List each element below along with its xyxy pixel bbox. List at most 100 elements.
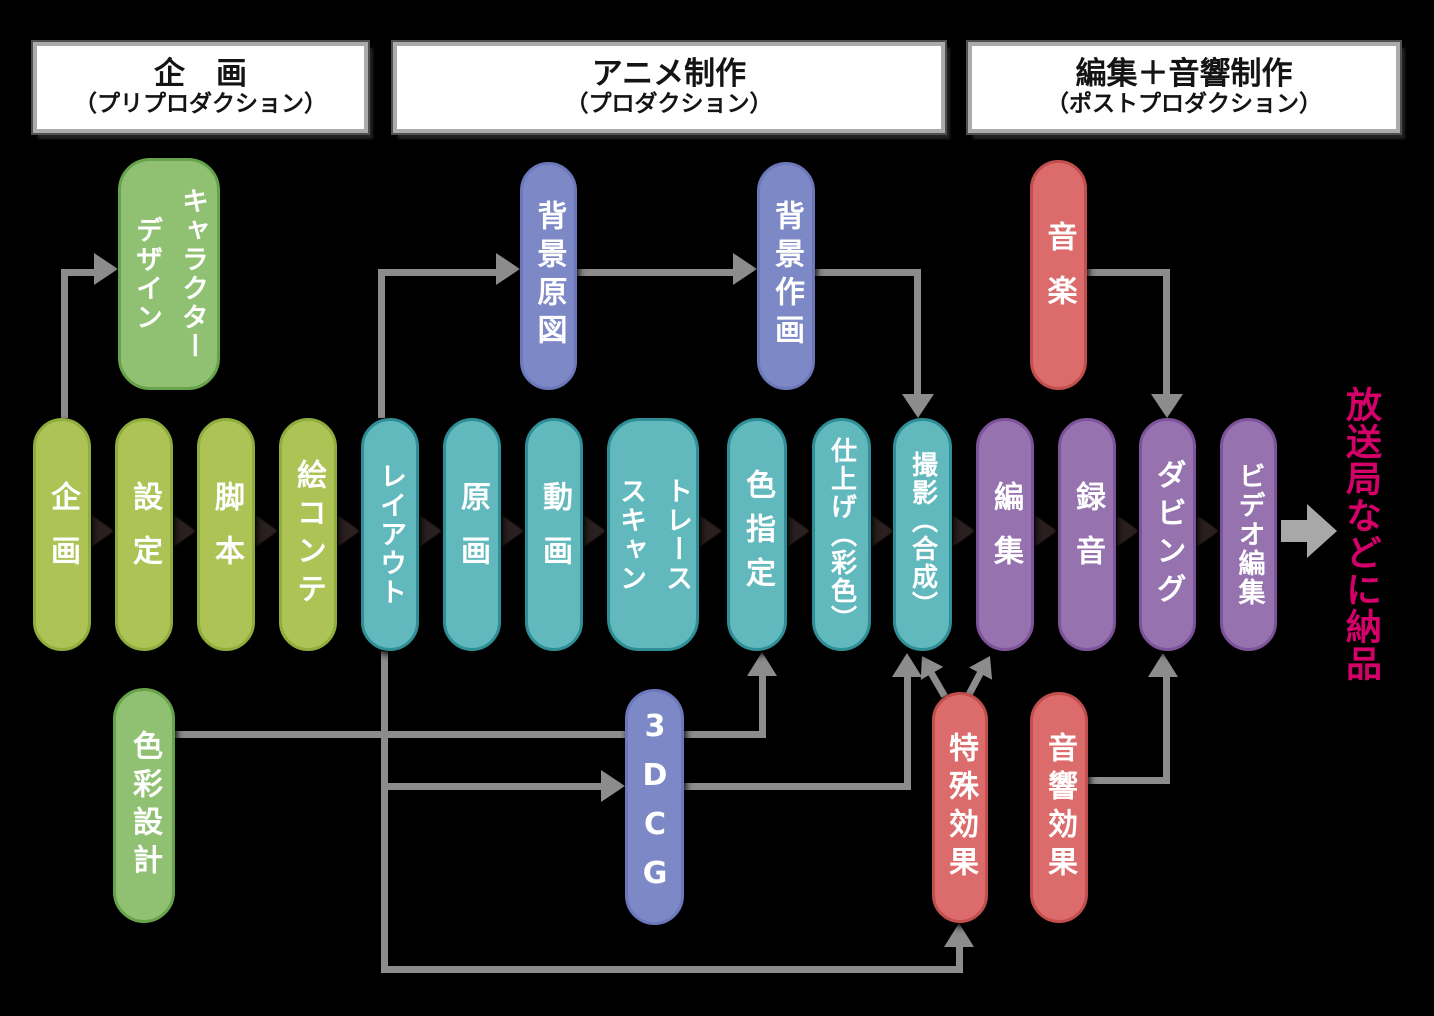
- node-satsuei: 撮影（合成）: [893, 418, 952, 651]
- node-label: ビデオ編集: [1233, 462, 1265, 607]
- flow-arrow: [92, 516, 113, 546]
- header-title: 企 画: [154, 55, 247, 92]
- flow-arrow: [872, 516, 893, 546]
- flow-arrow: [256, 516, 277, 546]
- output-label: 放送局などに納品: [1340, 386, 1381, 682]
- connector-layout-trunk: [381, 651, 388, 973]
- header-preproduction: 企 画 （プリプロダクション）: [33, 42, 368, 133]
- arrowhead-into-haikeisakuga: [733, 253, 757, 285]
- node-label: 音楽: [1041, 221, 1077, 329]
- arrowhead-into-satsuei-top: [902, 394, 934, 418]
- node-label: レイアウト: [375, 462, 406, 607]
- node-label: キャラクター デザイン: [131, 187, 208, 361]
- connector-kikaku-charadesign: [61, 272, 68, 418]
- arrowhead-into-iroshitei-bottom: [747, 652, 777, 676]
- connector-onkyo-dubbing: [1088, 777, 1170, 784]
- connector-sakuga-satsuei: [815, 269, 921, 276]
- node-label: 動画: [537, 480, 572, 589]
- flow-arrow: [338, 516, 359, 546]
- node-tokushu-kouka: 特殊効果: [932, 692, 988, 923]
- header-postproduction: 編集＋音響制作 （ポストプロダクション）: [968, 42, 1400, 133]
- header-subtitle: （ポストプロダクション）: [1046, 90, 1322, 117]
- node-label: 設定: [127, 480, 162, 589]
- node-label: 編集: [988, 480, 1023, 589]
- arrowhead-into-3dcg: [601, 770, 625, 802]
- node-iro-shitei: 色指定: [727, 418, 787, 651]
- node-douga: 動画: [525, 418, 583, 651]
- connector-ongaku-dubbing: [1087, 269, 1170, 276]
- node-label: 色指定: [740, 468, 775, 601]
- connector-layout-3dcg: [381, 783, 603, 790]
- header-subtitle: （プロダクション）: [565, 90, 773, 117]
- flow-arrow: [700, 516, 721, 546]
- flow-arrow: [953, 516, 974, 546]
- node-layout: レイアウト: [361, 418, 419, 651]
- connector-shikisai-iroshitei: [759, 676, 766, 738]
- flow-arrow: [174, 516, 195, 546]
- flow-arrow: [788, 516, 809, 546]
- connector-kikaku-charadesign: [61, 269, 96, 276]
- output-arrow-head: [1307, 504, 1337, 558]
- node-rokuon: 録音: [1058, 418, 1116, 651]
- node-label: ダビング: [1150, 458, 1186, 611]
- header-title: アニメ制作: [591, 55, 747, 92]
- flow-arrow: [584, 516, 605, 546]
- node-label: 企画: [45, 480, 80, 589]
- node-kyakuhon: 脚本: [197, 418, 255, 651]
- connector-ongaku-dubbing: [1163, 269, 1170, 394]
- header-title: 編集＋音響制作: [1075, 55, 1293, 92]
- flow-arrow: [1035, 516, 1056, 546]
- connector-shikisai-iroshitei: [175, 731, 766, 738]
- connector-3dcg-satsuei: [684, 783, 911, 790]
- node-label: 背景作画: [769, 200, 804, 352]
- node-label: 背景原図: [531, 200, 567, 352]
- node-label: 脚本: [209, 480, 244, 589]
- connector-layout-tokushu: [381, 966, 963, 973]
- node-haikei-sakuga: 背景作画: [757, 162, 815, 390]
- node-kikaku: 企画: [33, 418, 91, 651]
- flow-arrow: [1117, 516, 1138, 546]
- connector-layout-tokushu: [956, 947, 963, 973]
- node-ongaku: 音楽: [1030, 160, 1087, 390]
- node-dubbing: ダビング: [1139, 418, 1196, 651]
- node-settei: 設定: [115, 418, 173, 651]
- output-arrow: [1281, 520, 1307, 542]
- node-label: 録音: [1070, 480, 1105, 589]
- arrowhead-into-tokushu-bottom: [944, 923, 974, 947]
- flow-arrow: [420, 516, 441, 546]
- arrowhead-into-charadesign: [94, 253, 118, 285]
- node-trace-scan: トレース スキャン: [607, 418, 699, 651]
- node-label: 絵コンテ: [291, 458, 326, 611]
- node-onkyo-kouka: 音響効果: [1030, 692, 1088, 923]
- node-ekonte: 絵コンテ: [279, 418, 337, 651]
- node-chara-design: キャラクター デザイン: [118, 158, 220, 390]
- node-3dcg: 3DCG: [625, 689, 684, 925]
- connector-sakuga-satsuei: [914, 269, 921, 394]
- connector-layout-haikeigenzu: [378, 272, 385, 418]
- node-label: 特殊効果: [943, 731, 978, 884]
- node-label: 撮影（合成）: [907, 450, 938, 619]
- connector-3dcg-satsuei: [904, 677, 911, 790]
- node-label: トレース スキャン: [615, 476, 692, 593]
- connector-onkyo-dubbing: [1163, 677, 1170, 784]
- node-video-henshu: ビデオ編集: [1220, 418, 1277, 651]
- node-label: 音響効果: [1042, 731, 1077, 884]
- node-henshu: 編集: [976, 418, 1034, 651]
- connector-layout-haikeigenzu: [378, 269, 498, 276]
- node-label: 原画: [455, 480, 490, 589]
- header-production: アニメ制作 （プロダクション）: [393, 42, 945, 133]
- node-label: 色彩設計: [127, 729, 162, 882]
- node-shikisai-sekkei: 色彩設計: [113, 688, 175, 923]
- connector-genzu-sakuga: [577, 269, 733, 276]
- node-haikei-genzu: 背景原図: [520, 162, 577, 390]
- node-genga: 原画: [443, 418, 501, 651]
- node-label: 仕上げ（彩色）: [826, 436, 857, 633]
- arrowhead-into-haikeigenzu: [496, 253, 520, 285]
- flow-arrow: [1197, 516, 1218, 546]
- node-shiage: 仕上げ（彩色）: [812, 418, 871, 651]
- node-label: 3DCG: [637, 709, 673, 905]
- arrowhead-into-dubbing-bottom: [1148, 653, 1178, 677]
- flow-arrow: [502, 516, 523, 546]
- header-subtitle: （プリプロダクション）: [74, 90, 327, 117]
